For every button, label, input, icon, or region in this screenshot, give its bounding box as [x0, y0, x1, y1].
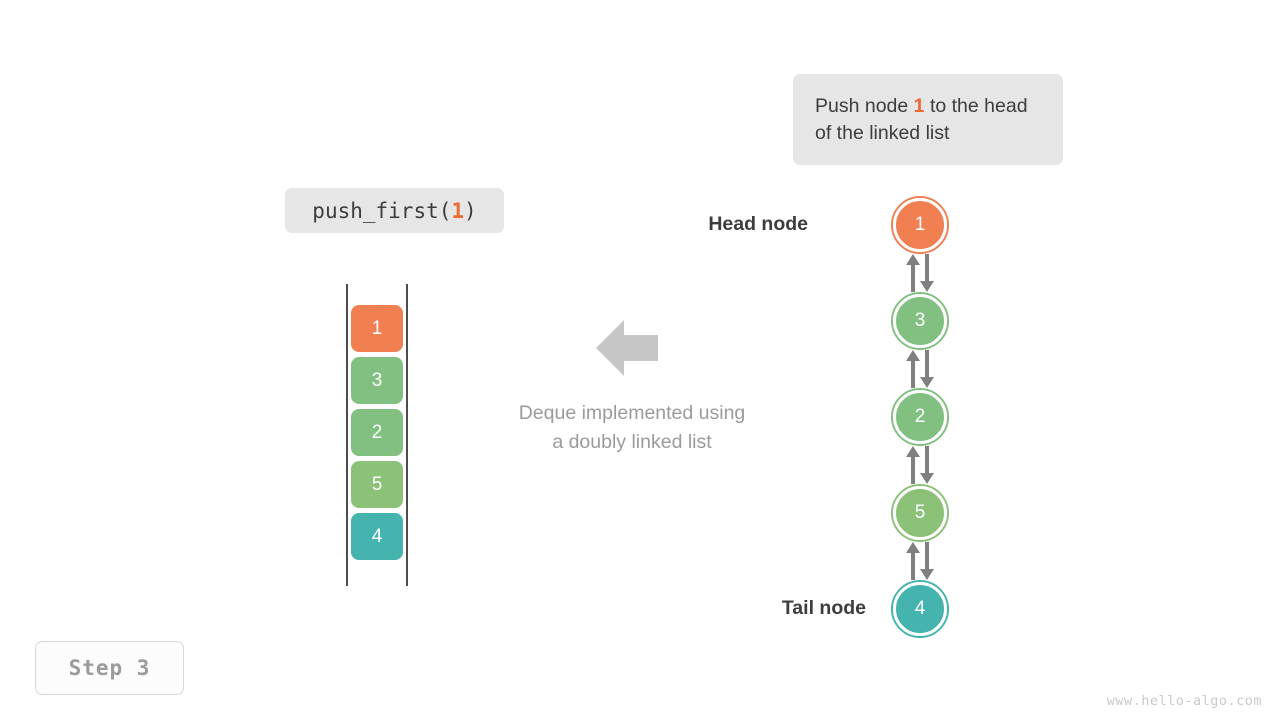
stack-cell-value: 1	[371, 317, 383, 339]
stack-rail-right	[406, 284, 408, 586]
stack-cell: 5	[351, 461, 403, 508]
linked-list-node-disc: 3	[893, 294, 947, 348]
doubly-link-arrows-icon	[902, 350, 938, 388]
stack-cell-value: 3	[371, 369, 383, 391]
linked-list-node-value: 4	[914, 598, 926, 619]
callout-text-before: Push node	[815, 94, 914, 117]
linked-list-node-disc: 1	[893, 198, 947, 252]
linked-list-node-disc: 2	[893, 390, 947, 444]
code-suffix: )	[464, 198, 477, 223]
stack-cell: 3	[351, 357, 403, 404]
tail-node-label: Tail node	[781, 597, 866, 619]
deque-stack: 1 3 2 5 4	[345, 284, 409, 586]
code-chip: push_first(1)	[285, 188, 504, 233]
linked-list-node-value: 5	[914, 502, 926, 523]
code-argument: 1	[451, 198, 465, 223]
stack-cell-value: 2	[371, 421, 383, 443]
doubly-link-arrows-icon	[902, 542, 938, 580]
caption-line-1: Deque implemented using	[518, 402, 746, 424]
stack-cell-list: 1 3 2 5 4	[351, 305, 403, 565]
code-prefix: push_first(	[312, 198, 452, 223]
linked-list-node: 5	[891, 484, 949, 542]
watermark: www.hello-algo.com	[1106, 693, 1262, 709]
callout-highlight-value: 1	[913, 94, 925, 117]
linked-list-node: 3	[891, 292, 949, 350]
stack-cell-value: 4	[371, 525, 383, 547]
linked-list-node: 4	[891, 580, 949, 638]
linked-list-node-disc: 4	[893, 582, 947, 636]
caption-line-2: a doubly linked list	[552, 431, 712, 453]
linked-list-node: 2	[891, 388, 949, 446]
stack-cell: 2	[351, 409, 403, 456]
stack-cell: 4	[351, 513, 403, 560]
callout-bubble: Push node 1 to the head of the linked li…	[793, 74, 1063, 165]
linked-list-node-disc: 5	[893, 486, 947, 540]
linked-list-node-value: 1	[914, 214, 926, 235]
doubly-link-arrows-icon	[902, 254, 938, 292]
code-chip-text: push_first(1)	[312, 199, 476, 223]
linked-list-chain: 1 3 2 5 4	[860, 190, 990, 650]
callout-text-after: to the head of the linked list	[815, 94, 1028, 144]
head-node-label: Head node	[708, 213, 808, 235]
stack-cell: 1	[351, 305, 403, 352]
linked-list-node: 1	[891, 196, 949, 254]
linked-list-node-value: 2	[914, 406, 926, 427]
step-badge: Step 3	[35, 641, 184, 695]
stack-cell-value: 5	[371, 473, 383, 495]
stack-rail-left	[346, 284, 348, 586]
flow-arrow-left-icon	[596, 320, 658, 376]
step-badge-label: Step 3	[68, 656, 151, 680]
diagram-caption: Deque implemented using a doubly linked …	[452, 399, 812, 457]
linked-list-node-value: 3	[914, 310, 926, 331]
callout-text: Push node 1 to the head of the linked li…	[815, 93, 1041, 147]
doubly-link-arrows-icon	[902, 446, 938, 484]
